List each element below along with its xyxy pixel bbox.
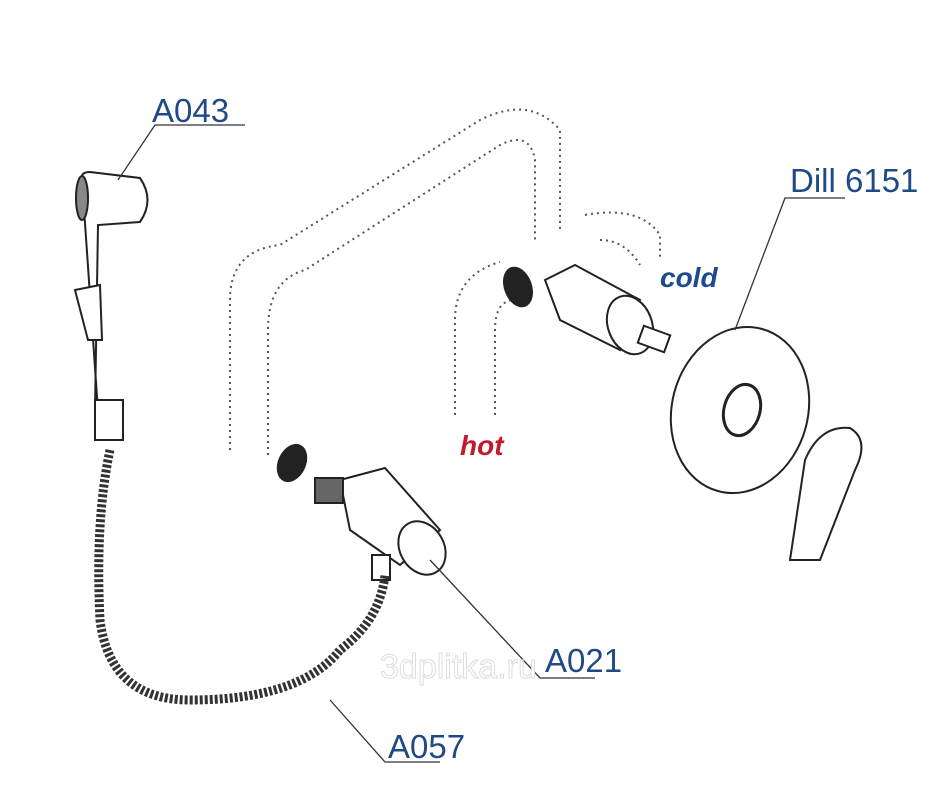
leader-lines [117,124,845,763]
mixer-cartridge [543,263,672,356]
pipe-end-hot [276,443,308,483]
label-hot: hot [460,430,504,461]
mixer-handle [788,426,863,561]
label-a057: A057 [388,728,466,765]
label-cold: cold [660,262,718,293]
label-a021: A021 [545,642,623,679]
label-a043: A043 [152,92,230,129]
escutcheon-plate [669,325,811,495]
hose [94,449,390,705]
hand-shower [73,170,149,441]
pipe-end-mixer [503,266,533,308]
watermark: 3dplitka.ru [380,648,538,687]
wall-outlet [314,466,447,581]
label-dill-6151: Dill 6151 [790,162,919,199]
